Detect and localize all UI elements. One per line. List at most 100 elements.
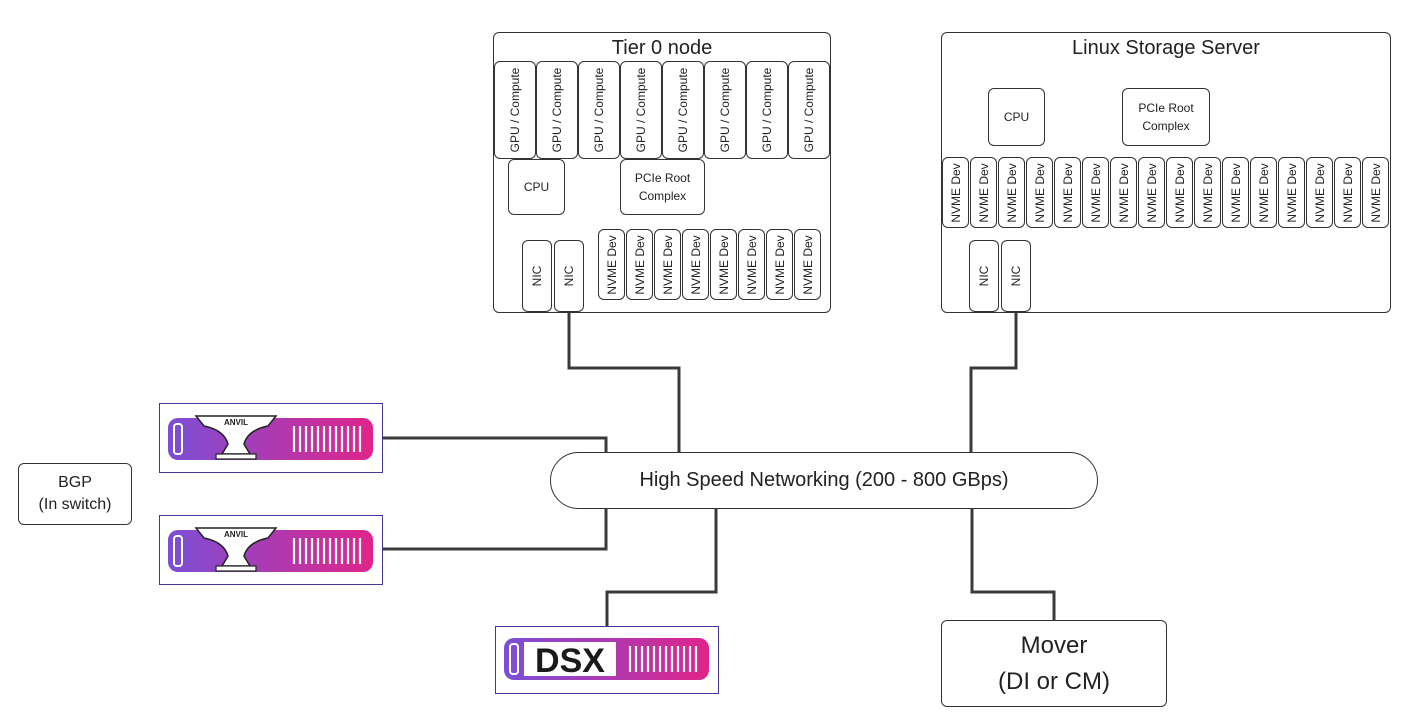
nvme-dev: NVME Dev	[1082, 157, 1109, 228]
nvme-dev: NVME Dev	[1250, 157, 1277, 228]
nvme-dev: NVME Dev	[794, 229, 821, 300]
linux-storage-server: Linux Storage Server CPU PCIe Root Compl…	[941, 32, 1391, 313]
storage-pcie-root-complex: PCIe Root Complex	[1122, 88, 1210, 146]
nic-label: NIC	[562, 265, 576, 287]
bgp-line1: BGP	[58, 474, 92, 491]
dsx-server: DSX	[495, 626, 719, 694]
nvme-dev-label: NVME Dev	[772, 234, 787, 295]
nvme-dev-label: NVME Dev	[604, 234, 619, 295]
gpu-compute: GPU / Compute	[788, 61, 830, 159]
anvil-label-2: ANVIL	[224, 530, 248, 539]
nvme-dev-label: NVME Dev	[1116, 162, 1131, 223]
bgp-box: BGP (In switch)	[18, 463, 132, 525]
anvil-appliance-icon: ANVIL	[168, 415, 373, 460]
dsx-link	[605, 508, 718, 626]
nic-label: NIC	[977, 265, 991, 287]
nvme-dev: NVME Dev	[1110, 157, 1137, 228]
tier0-pcie-line1: PCIe Root	[634, 171, 691, 185]
storage-cpu: CPU	[988, 88, 1045, 146]
nvme-dev-label: NVME Dev	[660, 234, 675, 295]
nic-label: NIC	[1009, 265, 1023, 287]
storage-cpu-label: CPU	[1003, 110, 1030, 124]
gpu-compute-label: GPU / Compute	[634, 67, 648, 153]
storage-pcie-line2: Complex	[1142, 119, 1190, 133]
tier0-nic-link	[567, 311, 681, 453]
gpu-compute-label: GPU / Compute	[592, 67, 606, 153]
nvme-dev-label: NVME Dev	[632, 234, 647, 295]
anvil-server-2: ANVIL	[159, 515, 383, 585]
dsx-appliance-icon: DSX	[504, 638, 709, 680]
nvme-dev: NVME Dev	[1166, 157, 1193, 228]
anvil-label-1: ANVIL	[224, 418, 248, 427]
nvme-dev-label: NVME Dev	[1312, 162, 1327, 223]
mover-line1: Mover	[1020, 631, 1088, 659]
gpu-compute: GPU / Compute	[494, 61, 536, 159]
nvme-dev: NVME Dev	[942, 157, 969, 228]
gpu-compute: GPU / Compute	[746, 61, 788, 159]
nvme-dev-label: NVME Dev	[1256, 162, 1271, 223]
nic-label: NIC	[530, 265, 544, 287]
nvme-dev: NVME Dev	[766, 229, 793, 300]
nvme-dev-label: NVME Dev	[1172, 162, 1187, 223]
mover-line2: (DI or CM)	[998, 667, 1110, 695]
storage-nic-link	[969, 311, 1018, 453]
nvme-dev: NVME Dev	[1138, 157, 1165, 228]
bgp-line2: (In switch)	[38, 496, 112, 513]
high-speed-networking: High Speed Networking (200 - 800 GBps)	[550, 452, 1098, 509]
dsx-label: DSX	[535, 642, 605, 680]
nvme-dev: NVME Dev	[682, 229, 709, 300]
nvme-dev: NVME Dev	[1026, 157, 1053, 228]
tier0-cpu: CPU	[508, 159, 565, 215]
gpu-compute-label: GPU / Compute	[676, 67, 690, 153]
nvme-dev-label: NVME Dev	[1200, 162, 1215, 223]
nvme-dev-label: NVME Dev	[976, 162, 991, 223]
nvme-dev-label: NVME Dev	[716, 234, 731, 295]
anvil2-link	[383, 490, 608, 551]
nvme-dev-label: NVME Dev	[1004, 162, 1019, 223]
gpu-compute: GPU / Compute	[536, 61, 578, 159]
nic: NIC	[522, 240, 552, 312]
nvme-dev: NVME Dev	[1194, 157, 1221, 228]
nvme-dev: NVME Dev	[654, 229, 681, 300]
nvme-dev: NVME Dev	[738, 229, 765, 300]
gpu-compute: GPU / Compute	[578, 61, 620, 159]
tier0-pcie-root-complex: PCIe Root Complex	[620, 159, 705, 215]
nic: NIC	[1001, 240, 1031, 312]
nvme-dev: NVME Dev	[598, 229, 625, 300]
tier0-title: Tier 0 node	[611, 37, 713, 59]
nvme-dev-label: NVME Dev	[1060, 162, 1075, 223]
gpu-compute: GPU / Compute	[620, 61, 662, 159]
nvme-dev-label: NVME Dev	[800, 234, 815, 295]
gpu-compute-label: GPU / Compute	[760, 67, 774, 153]
nvme-dev: NVME Dev	[1362, 157, 1389, 228]
gpu-compute-label: GPU / Compute	[802, 67, 816, 153]
nvme-dev-label: NVME Dev	[744, 234, 759, 295]
tier0-cpu-label: CPU	[523, 180, 550, 194]
anvil-server-1: ANVIL	[159, 403, 383, 473]
gpu-row: GPU / Compute GPU / Compute GPU / Compute G…	[494, 61, 830, 159]
nvme-dev: NVME Dev	[970, 157, 997, 228]
tier0-pcie-line2: Complex	[638, 189, 687, 203]
gpu-compute: GPU / Compute	[704, 61, 746, 159]
nvme-dev: NVME Dev	[710, 229, 737, 300]
gpu-compute-label: GPU / Compute	[550, 67, 564, 153]
nvme-dev-label: NVME Dev	[1284, 162, 1299, 223]
nvme-dev-label: NVME Dev	[1228, 162, 1243, 223]
nvme-dev: NVME Dev	[626, 229, 653, 300]
nvme-dev: NVME Dev	[1054, 157, 1081, 228]
nic: NIC	[969, 240, 999, 312]
mover-box: Mover (DI or CM)	[941, 620, 1167, 707]
nvme-dev: NVME Dev	[998, 157, 1025, 228]
storage-pcie-line1: PCIe Root	[1138, 101, 1194, 115]
nvme-dev-label: NVME Dev	[1368, 162, 1383, 223]
nvme-dev-label: NVME Dev	[688, 234, 703, 295]
nvme-dev-label: NVME Dev	[1088, 162, 1103, 223]
gpu-compute: GPU / Compute	[662, 61, 704, 159]
gpu-compute-label: GPU / Compute	[718, 67, 732, 153]
mover-link	[970, 508, 1056, 620]
nvme-dev: NVME Dev	[1222, 157, 1249, 228]
network-label: High Speed Networking (200 - 800 GBps)	[639, 469, 1009, 491]
nvme-dev: NVME Dev	[1334, 157, 1361, 228]
